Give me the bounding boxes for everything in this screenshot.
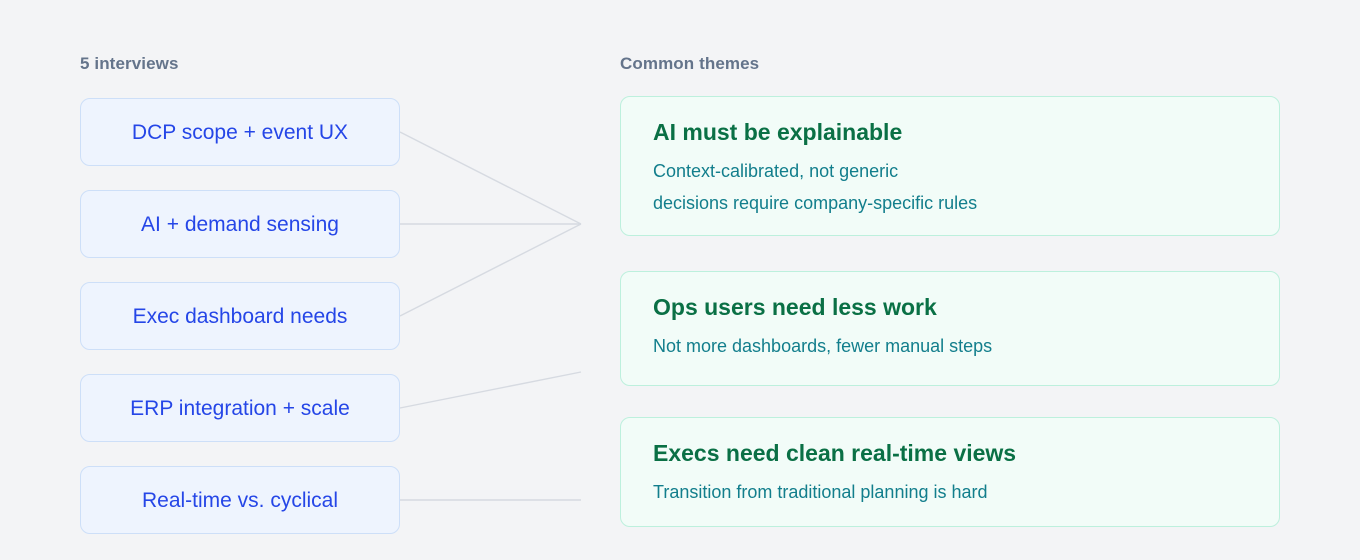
interviews-column-header: 5 interviews	[80, 54, 179, 73]
theme-card-body: Not more dashboards, fewer manual steps	[653, 330, 1249, 362]
theme-card-body-line: Transition from traditional planning is …	[653, 482, 988, 503]
themes-column-header: Common themes	[620, 54, 760, 73]
theme-card-body-line: decisions require company-specific rules	[653, 193, 978, 214]
interview-card[interactable]: Exec dashboard needs	[80, 282, 400, 350]
interview-card[interactable]: AI + demand sensing	[80, 190, 400, 258]
interview-card[interactable]: Real-time vs. cyclical	[80, 466, 400, 534]
interview-card-label: AI + demand sensing	[141, 212, 339, 236]
theme-card-body: Transition from traditional planning is …	[653, 476, 1249, 508]
interview-card[interactable]: ERP integration + scale	[80, 374, 400, 442]
interview-card-label: ERP integration + scale	[130, 396, 350, 420]
theme-card-body: Context-calibrated, not generic decisions…	[653, 155, 1249, 219]
interview-card-label: Real-time vs. cyclical	[141, 488, 339, 512]
theme-card-body-line: Not more dashboards, fewer manual steps	[653, 336, 993, 357]
connector-line	[399, 131, 582, 225]
connector-line	[399, 223, 582, 317]
theme-card-title: AI must be explainable	[653, 119, 903, 145]
interview-card-label: Exec dashboard needs	[132, 304, 348, 328]
connector-line	[399, 371, 582, 409]
interview-card-label: DCP scope + event UX	[131, 120, 349, 144]
theme-card-body-line: Context-calibrated, not generic	[653, 161, 899, 182]
theme-card-title: Execs need clean real-time views	[653, 440, 1017, 466]
theme-card-title: Ops users need less work	[653, 294, 937, 320]
interview-card[interactable]: DCP scope + event UX	[80, 98, 400, 166]
